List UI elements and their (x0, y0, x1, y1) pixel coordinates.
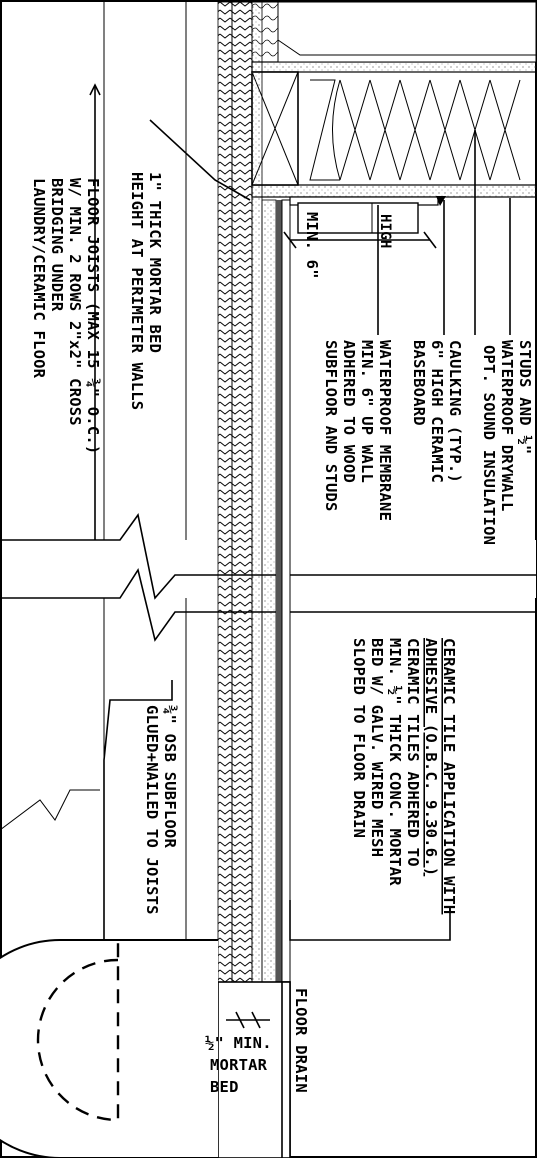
label-high: HIGH (377, 214, 393, 249)
label-min-mortar-1: ½" MIN. (205, 1034, 272, 1052)
label-min-mortar-3: BED (210, 1078, 239, 1096)
label-membrane-2: MIN. 6" UP WALL (358, 340, 376, 483)
leader-tile (289, 900, 451, 941)
label-joists-4: LAUNDRY/CERAMIC FLOOR (30, 178, 48, 379)
membrane-layer (276, 200, 282, 1158)
leader-perimeter (149, 119, 251, 201)
label-tile-3: CERAMIC TILES ADHERED TO (404, 638, 422, 867)
label-tile-1: CERAMIC TILE APPLICATION WITH (440, 638, 458, 914)
label-tile-4: MIN. ½" THICK CONC. MORTAR (386, 638, 404, 886)
drain-pipe (0, 939, 218, 1158)
dimension-box (297, 202, 419, 234)
label-joists-3: BRIDGING UNDER (48, 178, 66, 312)
label-membrane-1: WATERPROOF MEMBRANE (376, 340, 394, 521)
insulation-batts (309, 79, 521, 181)
leader-osb (103, 680, 173, 940)
label-mortar-perimeter-1: 1" THICK MORTAR BED (146, 172, 164, 353)
label-joists-2: W/ MIN. 2 ROWS 2"x2" CROSS (66, 178, 84, 426)
label-membrane-4: SUBFLOOR AND STUDS (322, 340, 340, 512)
top-plate (251, 61, 537, 73)
label-membrane-3: ADHERED TO WOOD (340, 340, 358, 483)
label-tile-6: SLOPED TO FLOOR DRAIN (350, 638, 368, 838)
drain-pipe-dashed (36, 940, 120, 1122)
leader-joists-arrow (89, 83, 101, 96)
label-mortar-perimeter-2: HEIGHT AT PERIMETER WALLS (128, 172, 146, 410)
label-tile-5: BED W/ GALV. WIRED MESH (368, 638, 386, 857)
label-caulking: CAULKING (TYP.) (446, 340, 464, 483)
label-studs-drywall-2: WATERPROOF DRYWALL (498, 340, 516, 512)
ceiling-drywall (251, 184, 537, 198)
label-min-mortar-2: MORTAR (210, 1056, 268, 1074)
caulking-bead (436, 196, 446, 206)
label-joists-1: FLOOR JOISTS (MAX 15 ¾" O.C.) (84, 178, 102, 454)
wall-base-hatch (217, 1, 233, 1158)
label-baseboard-1: 6" HIGH CERAMIC (428, 340, 446, 483)
subfloor-wave (0, 789, 100, 831)
tile-layer (281, 199, 291, 1158)
label-osb-1: ¾" OSB SUBFLOOR (161, 705, 179, 848)
label-min-6: MIN. 6" (303, 212, 321, 279)
floor-drain-body (217, 981, 291, 1158)
label-sound-insulation: OPT. SOUND INSULATION (480, 345, 498, 545)
label-studs-drywall-1: STUDS AND ½" (516, 340, 534, 454)
label-floor-drain: FLOOR DRAIN (292, 988, 310, 1093)
label-tile-2: ADHESIVE (O.B.C. 9.30.6.) (422, 638, 440, 876)
label-baseboard-2: BASEBOARD (410, 340, 428, 426)
label-osb-2: GLUED+NAILED TO JOISTS (143, 705, 161, 915)
